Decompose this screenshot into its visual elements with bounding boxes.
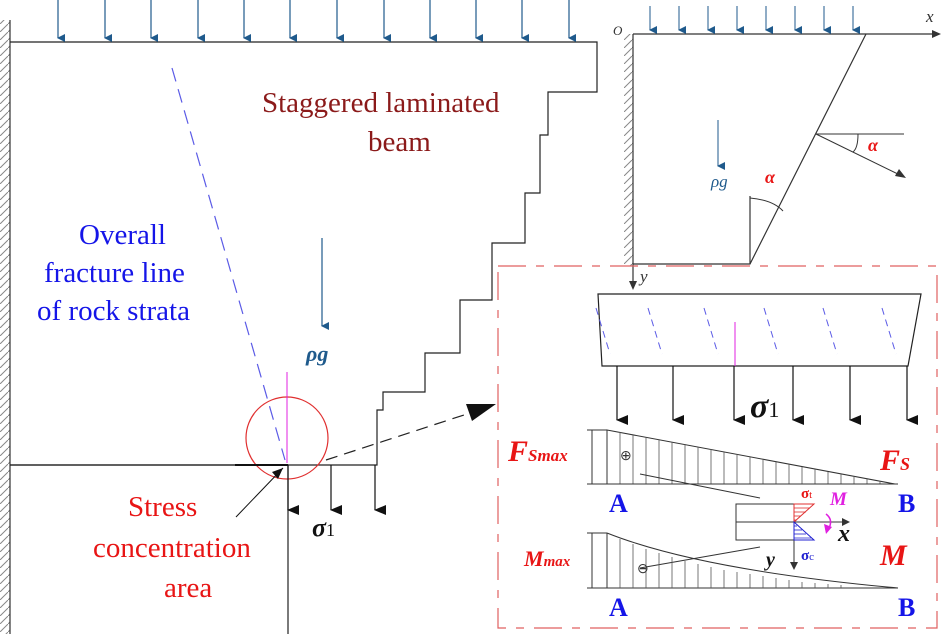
sigma-c-label: σc	[801, 549, 814, 564]
section-x-label: x	[838, 521, 850, 547]
callout-arrow	[325, 412, 471, 461]
inset-normal-arrow	[815, 133, 903, 177]
segment-fracture-line	[703, 307, 719, 355]
inset-sigma1-label: σ1	[750, 390, 779, 424]
inset-x-axis-head	[932, 30, 941, 38]
shear-force-hatching	[619, 432, 881, 484]
inset-angle-arc	[749, 197, 784, 212]
stress-pointer-head	[272, 468, 283, 479]
fs-label: FS	[880, 446, 910, 476]
staggered-beam-outline	[10, 41, 598, 466]
connector-line	[639, 473, 761, 499]
segment-fracture-line	[822, 307, 838, 355]
fs-max-label: FSmax	[508, 437, 568, 467]
fs-max-symbol: F	[508, 435, 529, 468]
m-label: M	[880, 539, 907, 572]
segment-fracture-line	[881, 307, 897, 355]
stress-label-line2: concentration	[93, 532, 251, 564]
sigma-t-sub: t	[809, 489, 813, 501]
fs-symbol: F	[880, 444, 901, 477]
inset-sigma1-symbol: σ	[750, 388, 769, 425]
inset-wall-hatch	[624, 34, 633, 266]
sigma1-label: σ1	[312, 515, 335, 541]
plus-symbol: ⊕	[620, 449, 632, 464]
fracture-label-line1: Overall	[79, 219, 166, 251]
fracture-label-line3: of rock strata	[37, 295, 190, 327]
fracture-line	[171, 67, 286, 461]
segment-fracture-line	[595, 307, 611, 355]
stress-pointer	[235, 467, 284, 518]
beam-label-line1: Staggered laminated	[262, 87, 500, 119]
section-y-label: y	[766, 549, 775, 571]
inset-rho-g-label: ρg	[711, 172, 728, 191]
inset-y-axis-head	[629, 281, 637, 290]
segment-sigma-arrows	[616, 366, 918, 425]
inset-y-label: y	[640, 267, 648, 286]
top-load-arrows	[57, 0, 576, 42]
minus-symbol: ⊖	[637, 562, 649, 577]
fracture-label-line2: fracture line	[44, 257, 185, 289]
a-label-bottom: A	[609, 593, 628, 622]
beam-segment	[597, 293, 922, 367]
moment-curve	[606, 532, 899, 589]
inset-normal-arrowhead	[895, 169, 906, 178]
inset-bottom	[497, 265, 938, 629]
tension-hatch	[794, 507, 810, 521]
b-label-bottom: B	[898, 593, 916, 622]
sigma-t-symbol: σ	[801, 486, 810, 502]
sigma-c-sub: c	[809, 551, 815, 563]
rho-g-label: ρg	[306, 341, 329, 366]
sigma-c-symbol: σ	[801, 548, 810, 564]
inset-alpha-2: α	[868, 135, 878, 155]
stress-label-line3: area	[164, 572, 213, 604]
left-wall-hatch	[0, 20, 10, 634]
moment-arrowhead	[824, 524, 832, 534]
segment-fracture-line	[763, 307, 779, 355]
inset-alpha-1: α	[765, 167, 775, 187]
inset-angle-arc-2	[852, 133, 859, 153]
beam-label-line2: beam	[368, 126, 431, 158]
fs-sub: S	[900, 454, 911, 474]
beam-segment-fracture-lines	[595, 307, 897, 355]
cross-section-x-head	[842, 518, 850, 526]
compression-triangle	[793, 520, 816, 541]
cross-section-y-head	[790, 562, 798, 570]
main-figure	[0, 0, 598, 634]
connector-line	[639, 546, 761, 569]
segment-fracture-line	[647, 307, 663, 355]
m-small-label: M	[830, 489, 847, 510]
inset-top	[624, 6, 941, 290]
b-label-top: B	[898, 489, 916, 518]
m-max-symbol: M	[524, 546, 544, 571]
inset-origin-label: O	[613, 23, 623, 38]
sigma-t-label: σt	[801, 487, 812, 502]
sigma1-symbol: σ	[312, 513, 327, 542]
sigma1-sub: 1	[326, 520, 336, 540]
moment-hatching	[619, 539, 842, 588]
callout-frame	[497, 265, 938, 629]
tension-triangle	[793, 503, 816, 524]
compression-hatch	[794, 525, 812, 539]
fs-max-sub: Smax	[528, 446, 568, 465]
inset-load-arrows	[649, 6, 860, 34]
inset-x-label: x	[926, 7, 934, 26]
stress-label-line1: Stress	[128, 491, 198, 523]
a-label-top: A	[609, 489, 628, 518]
m-max-sub: max	[543, 554, 571, 570]
m-max-label: Mmax	[524, 548, 570, 570]
callout-arrowhead	[466, 404, 496, 421]
inset-sigma1-sub: 1	[768, 397, 780, 422]
